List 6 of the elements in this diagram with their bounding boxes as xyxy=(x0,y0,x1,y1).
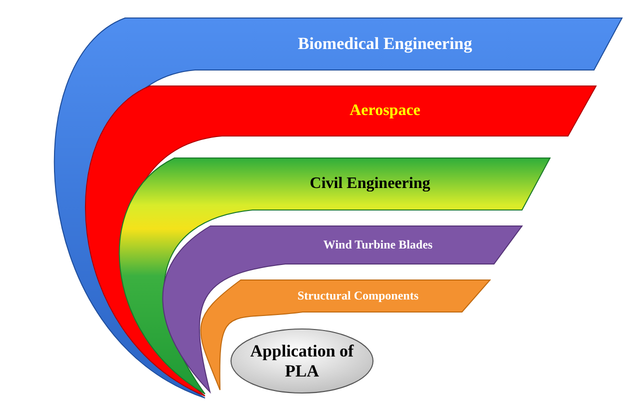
center-label: Application of PLA xyxy=(249,341,355,381)
band-label: Biomedical Engineering xyxy=(298,34,472,54)
band-label: Structural Components xyxy=(298,288,418,304)
band-label: Civil Engineering xyxy=(310,175,430,193)
band-label: Wind Turbine Blades xyxy=(323,238,433,252)
band-label: Aerospace xyxy=(350,102,420,120)
